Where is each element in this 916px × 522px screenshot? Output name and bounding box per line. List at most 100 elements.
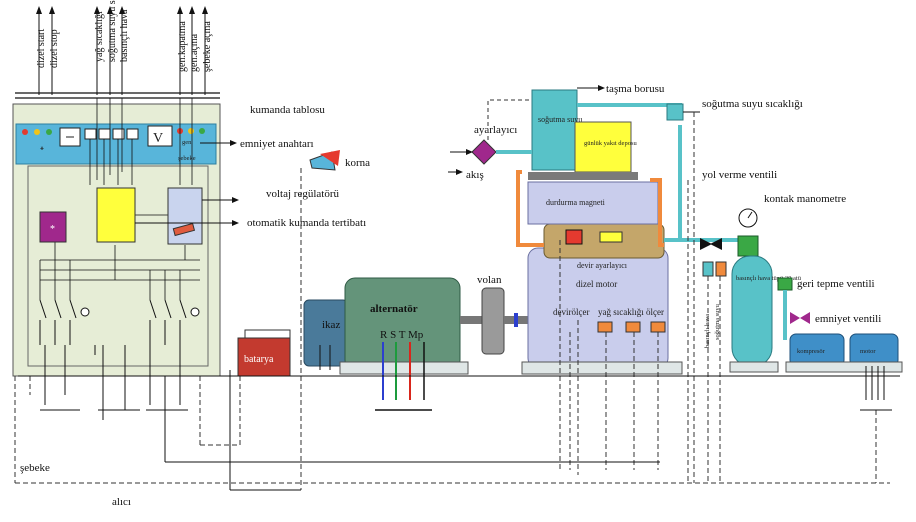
- label-basincli-hava: basınçlı hava: [119, 9, 130, 62]
- panel-wiring: [39, 98, 200, 300]
- label-sogutma-suyu-vert: soğutma suyu: [714, 303, 721, 340]
- exciter-housing: [303, 299, 349, 367]
- meter-4: [112, 128, 125, 140]
- label-alternator: alternatör: [370, 303, 418, 315]
- meter-3: [98, 128, 111, 140]
- label-yag-sicakligi: yağ sıcaklığı: [94, 11, 105, 62]
- label-otomatik-kumanda: otomatik kumanda tertibatı: [247, 217, 366, 229]
- coolant-temp-sensor: [666, 103, 684, 121]
- panel-purple-module: [39, 211, 67, 243]
- label-gen-acma: gen.açma: [189, 33, 200, 72]
- label-basincli-hava-tupu: basınçlı hava tüpü 30 atü: [736, 275, 802, 282]
- cooling-return-pipe: [664, 125, 682, 242]
- alternator-base: [339, 361, 469, 375]
- label-sebeke-acma: şebeke açma: [202, 21, 213, 72]
- panel-switch-glyph: ⚹: [40, 145, 44, 152]
- oil-pipe-left: [516, 170, 544, 247]
- top-arrowheads: [36, 6, 208, 14]
- label-durdurma-magneti: durdurma magneti: [546, 198, 606, 207]
- panel-pointer-lines: [135, 142, 232, 224]
- panel-contactors: [39, 299, 187, 345]
- label-geri-tepme: geri tepme ventili: [797, 278, 875, 290]
- voltage-regulator-module: [167, 187, 203, 245]
- label-rstmp: R S T Mp: [380, 329, 424, 341]
- lamp-yellow-2: [188, 128, 194, 134]
- label-emniyet-anahtari: emniyet anahtarı: [240, 138, 314, 150]
- adjuster-valve-icon: [471, 139, 497, 165]
- horn-bell: [320, 150, 340, 166]
- sensor-1: [597, 321, 613, 333]
- panel-coil-1: [80, 307, 90, 317]
- panel-sebeke-label: şebeke: [178, 155, 196, 162]
- label-devir-ayarlayici: devir ayarlayıcı: [577, 261, 628, 270]
- label-yag-sicakligi-olcer: yağ sıcaklığı ölçer: [598, 307, 664, 317]
- alternator-housing: [344, 277, 461, 371]
- label-devirolcer: devirölçer: [553, 307, 589, 317]
- meter-5: [126, 128, 139, 140]
- bottom-dashed-wiring: [14, 112, 890, 484]
- check-valve-icon: [777, 277, 793, 291]
- label-kontak-manometre: kontak manometre: [764, 193, 846, 205]
- stop-magnet-block: [527, 181, 659, 225]
- label-dizel-motor: dizel motor: [576, 279, 617, 289]
- panel-gen-label: gen: [182, 139, 192, 146]
- label-korna: korna: [345, 157, 370, 169]
- start-valve-icon: [700, 238, 712, 250]
- day-fuel-tank: [574, 121, 632, 173]
- shaft-1: [460, 316, 482, 324]
- label-dizel-start: dizel start: [36, 29, 47, 68]
- label-ikaz: ikaz: [322, 319, 340, 331]
- sensor-2: [625, 321, 641, 333]
- oil-pipe-right: [650, 178, 664, 247]
- label-ayarlayici: ayarlayıcı: [474, 124, 517, 136]
- safety-valve-icon: [790, 312, 800, 324]
- label-gen-kapatma: gen.kapatma: [177, 21, 188, 72]
- panel-coil-2: [190, 307, 200, 317]
- voltmeter-glyph: V: [153, 131, 163, 146]
- meter-2: [84, 128, 97, 140]
- lamp-yellow-1: [34, 129, 40, 135]
- label-basincli-hava-vert: basınçlı hava: [704, 314, 711, 348]
- label-akis: akış: [466, 169, 484, 181]
- label-voltaj-regulatoru: voltaj regülatörü: [266, 188, 340, 200]
- top-output-arrows: [38, 12, 206, 95]
- compressed-air-tank: [731, 255, 773, 367]
- label-alici: alıcı: [112, 496, 131, 508]
- panel-purple-module-glyph: *: [50, 224, 55, 235]
- overflow-pipe: [577, 103, 682, 118]
- sensor-3: [650, 321, 666, 333]
- label-sogutma-suyu-sicakligi: soğutma suyu sıcaklığı: [702, 98, 803, 110]
- label-kumanda-tablosu: kumanda tablosu: [250, 104, 325, 116]
- label-kompresor: kompresör: [797, 348, 826, 355]
- compressor-feed-wires: [865, 366, 885, 400]
- lamp-green-1: [46, 129, 52, 135]
- cooling-water-tank: [531, 89, 578, 171]
- speed-governor-box: [565, 229, 583, 245]
- manometer-block: [737, 235, 759, 257]
- tank-support: [528, 172, 638, 180]
- engine-base: [521, 361, 683, 375]
- lamp-green-2: [199, 128, 205, 134]
- label-dizel-stop: dizel stop: [49, 29, 60, 68]
- label-gunluk-yakit: günlük yakıt deposu: [584, 140, 637, 147]
- label-volan: volan: [477, 274, 502, 286]
- governor-linkage: [599, 231, 623, 243]
- label-emniyet-ventili: emniyet ventili: [815, 313, 881, 325]
- label-yol-verme: yol verme ventili: [702, 169, 777, 181]
- label-tasma-borusu: taşma borusu: [606, 83, 665, 95]
- flywheel-icon: [481, 287, 505, 355]
- lamp-red-1: [22, 129, 28, 135]
- auto-control-module: [96, 187, 136, 243]
- bottom-solid-wiring: [18, 345, 900, 491]
- label-motor: motor: [860, 348, 876, 355]
- sensor-box-a: [702, 261, 714, 277]
- label-batarya: batarya: [244, 354, 274, 365]
- label-sebeke-bottom: şebeke: [20, 462, 50, 474]
- battery-icon: [237, 337, 291, 377]
- sensor-box-b: [715, 261, 727, 277]
- regulator-resistor: [172, 222, 196, 237]
- voltmeter: [147, 125, 173, 147]
- label-sogutma-suyu-sicakligi: soğutma suyu sıcaklığı: [107, 0, 118, 62]
